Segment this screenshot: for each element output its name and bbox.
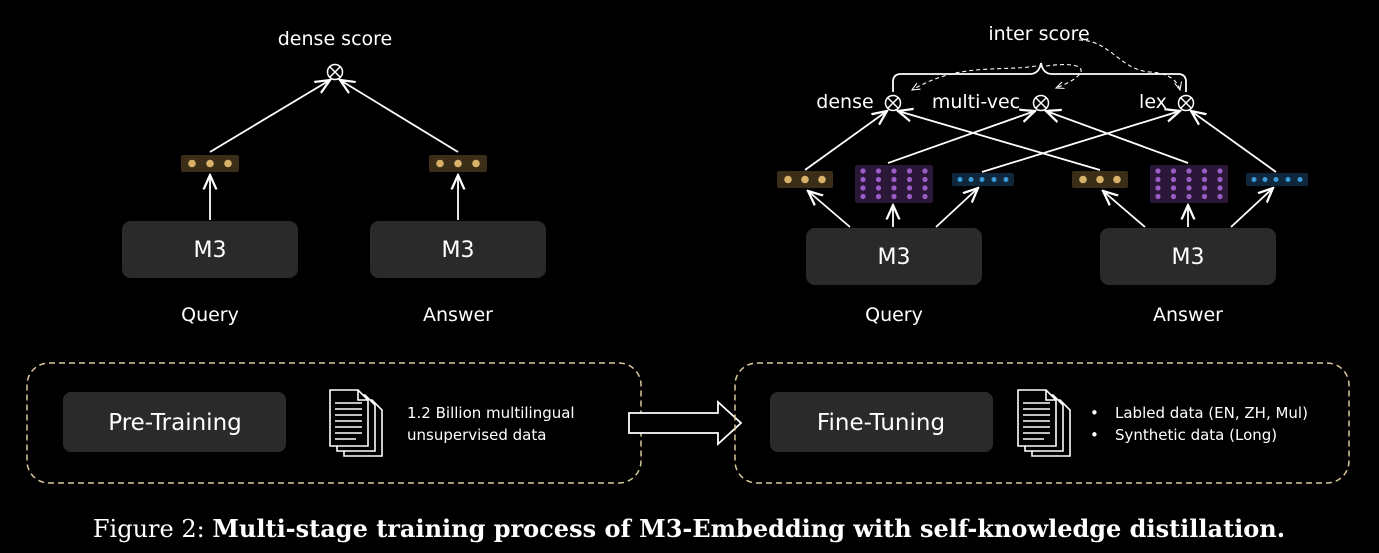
- pretraining-box: [63, 392, 286, 452]
- multivec-dot: [1170, 168, 1177, 174]
- multivec-dot: [891, 193, 897, 200]
- caption-prefix: Figure 2:: [93, 515, 212, 543]
- multivec-dot: [1186, 185, 1192, 191]
- multivec-dot: [1201, 193, 1208, 200]
- multivec-dot: [1186, 168, 1192, 174]
- multivec-dot: [906, 176, 913, 183]
- multivec-embedding-icon: [855, 165, 933, 203]
- multivec-dot: [922, 185, 928, 191]
- multivec-dot: [1186, 193, 1192, 200]
- answer-label: Answer: [1153, 304, 1223, 326]
- multivec-dot: [860, 185, 866, 191]
- query-encoder-label: M3: [878, 245, 911, 270]
- answer-encoder-label: M3: [1172, 245, 1205, 270]
- multivec-label: multi-vec: [932, 91, 1020, 113]
- pretraining-panel: Pre-Training 1.2 Billion multilingual un…: [26, 362, 642, 484]
- multivec-dot: [1170, 176, 1177, 183]
- otimes-icon: [884, 94, 902, 112]
- dense-score-label: dense score: [278, 28, 392, 50]
- lex-embedding-icon: [952, 173, 1014, 186]
- multivec-dot: [1186, 176, 1192, 183]
- multivec-dot: [860, 193, 866, 200]
- answer-encoder-label: M3: [442, 238, 475, 263]
- multivec-dot: [1155, 168, 1161, 174]
- multivec-dot: [1217, 176, 1223, 183]
- multivec-dot: [1201, 185, 1208, 191]
- inter-score-label: inter score: [988, 23, 1089, 45]
- multivec-dot: [875, 193, 882, 200]
- figure-caption: Figure 2: Multi-stage training process o…: [93, 514, 1285, 543]
- bullet-icon: •: [1090, 404, 1099, 422]
- query-label: Query: [865, 304, 923, 326]
- lex-embedding-icon: [1246, 173, 1308, 186]
- answer-encoder-box: [1100, 228, 1276, 285]
- query-encoder-box: [122, 221, 298, 278]
- multivec-dot: [1201, 176, 1208, 183]
- multivec-dot: [1155, 185, 1161, 191]
- multivec-dot: [1155, 176, 1161, 183]
- finetuning-panel: Fine-Tuning • Labled data (EN, ZH, Mul) …: [734, 362, 1350, 484]
- multivec-dot: [891, 176, 897, 183]
- multivec-dot: [922, 176, 928, 183]
- multivec-dot: [922, 193, 928, 200]
- caption-text: Multi-stage training process of M3-Embed…: [212, 514, 1285, 543]
- dense-embedding-icon: [777, 171, 833, 188]
- query-encoder-box: [806, 228, 982, 285]
- multivec-dot: [891, 185, 897, 191]
- multivec-dot: [1155, 193, 1161, 200]
- multivec-dot: [875, 176, 882, 183]
- multivec-dot: [860, 168, 866, 174]
- left-diagram: dense score M3 M3 Query Answer: [122, 28, 546, 326]
- dense-embedding-icon: [1072, 171, 1128, 188]
- multivec-dot: [906, 185, 913, 191]
- stage-transition-arrow: [628, 399, 743, 447]
- multivec-dot: [906, 168, 913, 174]
- multivec-dot: [875, 185, 882, 191]
- otimes-icon: [326, 63, 344, 81]
- multivec-embedding-icon: [1150, 165, 1228, 203]
- multivec-dot: [1170, 185, 1177, 191]
- answer-encoder-box: [370, 221, 546, 278]
- multivec-dot: [1217, 168, 1223, 174]
- otimes-icon: [1177, 94, 1195, 112]
- multivec-dot: [1217, 185, 1223, 191]
- query-label: Query: [181, 304, 239, 326]
- dense-embedding-icon: [429, 155, 487, 172]
- right-diagram: inter score dense multi-vec lex: [777, 23, 1308, 326]
- query-encoder-label: M3: [194, 238, 227, 263]
- pretraining-data-line: 1.2 Billion multilingual: [407, 404, 575, 422]
- multivec-dot: [1217, 193, 1223, 200]
- pretraining-title: Pre-Training: [108, 410, 242, 436]
- document-stack-icon: [329, 389, 383, 457]
- document-stack-icon: [1017, 389, 1071, 457]
- pretraining-data-line: unsupervised data: [407, 426, 546, 444]
- finetuning-bullet: Labled data (EN, ZH, Mul): [1115, 404, 1308, 422]
- finetuning-bullet: Synthetic data (Long): [1115, 426, 1277, 444]
- finetuning-box: [770, 392, 993, 452]
- finetuning-title: Fine-Tuning: [817, 410, 945, 436]
- multivec-dot: [1170, 193, 1177, 200]
- multivec-dot: [891, 168, 897, 174]
- multivec-dot: [860, 176, 866, 183]
- bullet-icon: •: [1090, 426, 1099, 444]
- multivec-dot: [1201, 168, 1208, 174]
- lex-label: lex: [1139, 91, 1167, 113]
- dense-embedding-icon: [181, 155, 239, 172]
- curly-brace: [892, 62, 1187, 92]
- multivec-dot: [875, 168, 882, 174]
- otimes-icon: [1032, 94, 1050, 112]
- dense-label: dense: [816, 91, 873, 113]
- multivec-dot: [922, 168, 928, 174]
- multivec-dot: [906, 193, 913, 200]
- answer-label: Answer: [423, 304, 493, 326]
